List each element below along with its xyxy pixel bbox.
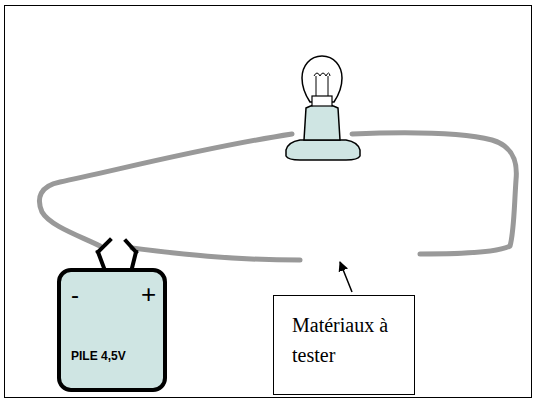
battery-box: - + PILE 4,5V — [57, 268, 167, 392]
battery-terminal — [132, 252, 136, 268]
bulb — [302, 56, 342, 102]
lamp-socket — [304, 104, 340, 140]
callout-text: Matériaux à tester — [292, 310, 404, 370]
wire — [39, 133, 516, 260]
battery-terminal — [98, 240, 110, 252]
callout-box: Matériaux à tester — [273, 295, 415, 395]
wire — [39, 134, 292, 246]
filament — [314, 73, 330, 96]
wire — [352, 133, 516, 254]
polarity-sign: - — [71, 282, 79, 308]
wire — [132, 248, 300, 260]
lamp-base — [286, 140, 360, 160]
bulb-cap — [312, 96, 332, 106]
battery-terminal — [98, 240, 136, 268]
polarity-sign: + — [141, 280, 156, 309]
frame — [5, 6, 532, 398]
battery-label: PILE 4,5V — [71, 350, 126, 363]
leader-arrow — [340, 262, 352, 292]
battery-terminal — [98, 252, 104, 268]
lamp — [286, 56, 360, 160]
